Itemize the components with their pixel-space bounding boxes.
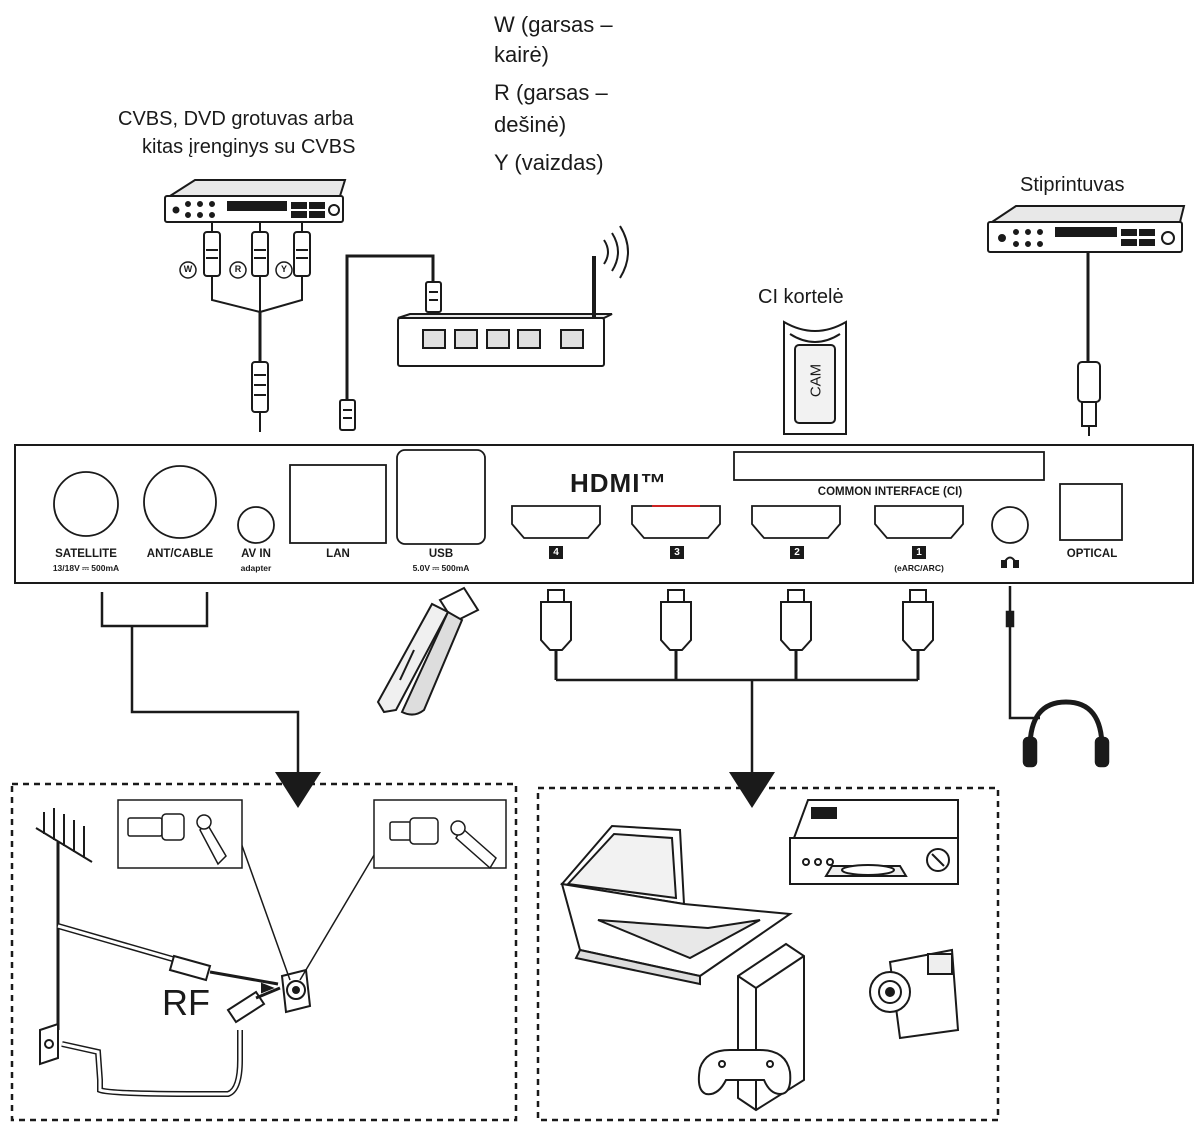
hdmi-2-label: 2: [794, 547, 800, 558]
optical-port: [1059, 483, 1123, 541]
lan-label: LAN: [326, 548, 350, 560]
av-in-label: AV IN: [241, 548, 271, 560]
r-label-line2: dešinė): [494, 112, 567, 137]
antenna-lines: [100, 592, 300, 778]
cvbs-device-label-line2: kitas įrenginys su CVBS: [142, 136, 356, 158]
hdmi-1-label: 1: [916, 547, 922, 558]
usb-spec: 5.0V ⎓ 500mA: [412, 563, 470, 573]
ci-card-icon: [783, 320, 847, 435]
r-label-line1: R (garsas –: [494, 80, 608, 105]
hdmi-port-4: [511, 505, 601, 539]
hdmi-port-2: [751, 505, 841, 539]
av-in-sub: adapter: [240, 563, 272, 573]
wall-socket-icon: [39, 1022, 59, 1066]
rca-y-marker: Y: [280, 264, 287, 274]
rf-label: RF: [162, 982, 210, 1023]
hdmi-4-label: 4: [553, 547, 559, 558]
headphone-port: [991, 506, 1029, 544]
ci-card-label: CI kortelė: [758, 286, 844, 308]
usb-label: USB: [428, 548, 454, 560]
dvd-player-icon: [164, 179, 347, 223]
rca-markers: [179, 261, 293, 279]
router-icon: [397, 225, 629, 367]
hdmi-logo: HDMI™: [570, 468, 668, 498]
hdmi-port-1: [874, 505, 964, 539]
panel-ports: [53, 449, 1123, 545]
satellite-label: SATELLITE: [55, 548, 117, 560]
arrow-down-left: [275, 772, 321, 808]
ci-slot: [733, 451, 1045, 481]
optical-label: OPTICAL: [1066, 548, 1118, 560]
arrow-down-right: [729, 772, 775, 808]
satellite-spec: 13/18V ⎓ 500mA: [52, 563, 120, 573]
rca-r-marker: R: [234, 264, 242, 274]
rca-cables: [203, 222, 311, 432]
cam-label: CAM: [807, 363, 825, 398]
lan-cable: [339, 254, 442, 431]
ant-cable-label: ANT/CABLE: [146, 548, 214, 560]
amplifier-icon: [987, 205, 1186, 436]
ant-cable-port: [143, 465, 217, 539]
dvd-recorder-icon: [789, 799, 959, 885]
rf-zoom-callouts: [117, 799, 507, 981]
lan-port: [289, 464, 387, 544]
camcorder-icon: [869, 948, 960, 1040]
headphones-icon: [1005, 586, 1110, 768]
hdmi-cables: [540, 589, 934, 778]
av-in-port: [237, 506, 275, 544]
laptop-icon: [560, 824, 793, 986]
w-label-line2: kairė): [494, 42, 550, 67]
satellite-port: [53, 471, 119, 537]
game-console-icon: [697, 942, 805, 1112]
cvbs-device-label-line1: CVBS, DVD grotuvas arba: [118, 108, 354, 130]
rca-w-marker: W: [183, 264, 193, 274]
rf-connection-box: [10, 782, 518, 1122]
usb-stick-icon: [376, 586, 480, 716]
earc-label: (eARC/ARC): [894, 563, 944, 573]
common-interface-label: COMMON INTERFACE (CI): [817, 486, 963, 498]
y-label: Y (vaizdas): [494, 150, 604, 175]
headphone-symbol: [1001, 556, 1019, 568]
amplifier-label: Stiprintuvas: [1020, 174, 1125, 196]
rf-cables: [61, 954, 312, 1097]
hdmi-port-3: [631, 505, 721, 539]
w-label-line1: W (garsas –: [494, 12, 613, 37]
hdmi-3-label: 3: [674, 547, 680, 558]
hdmi-number-boxes: [549, 546, 926, 559]
usb-port: [396, 449, 486, 545]
antenna-icon: [35, 808, 191, 1030]
